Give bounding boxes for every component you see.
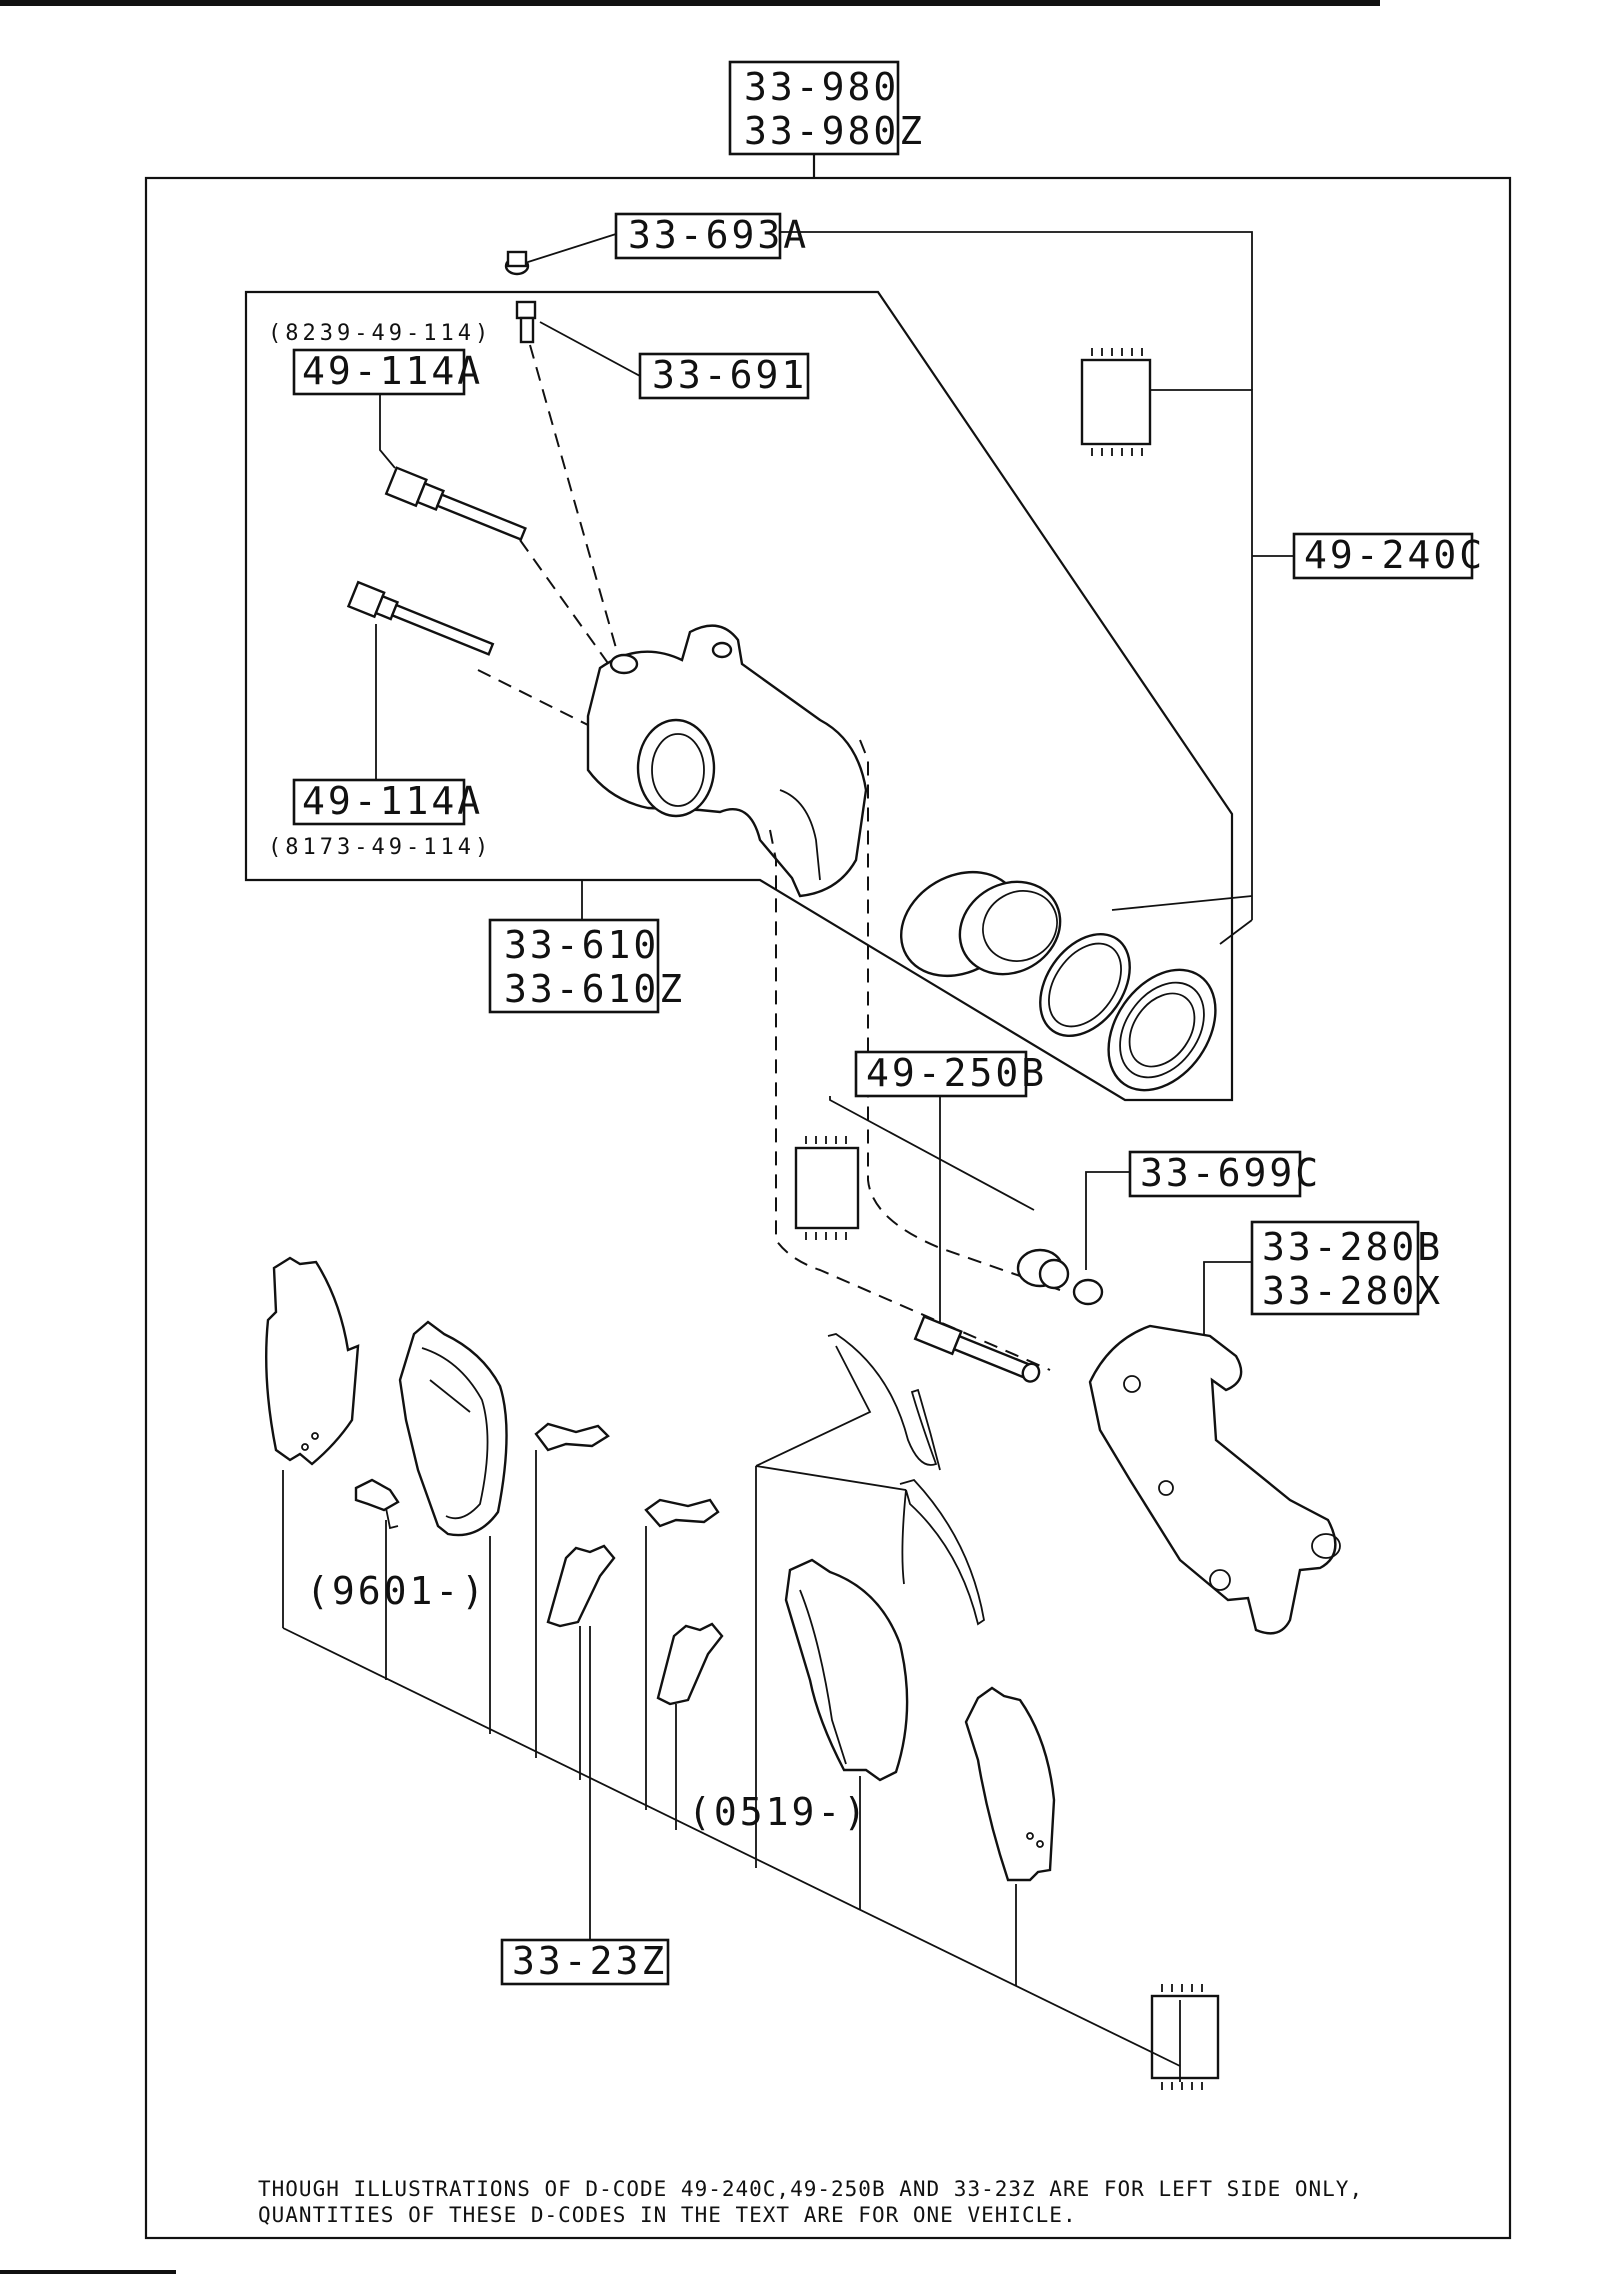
guide-pin-lower-dash (477, 669, 591, 727)
mounting-support-label[interactable]: 33-280B 33-280X (1250, 1220, 1443, 1316)
boot-kit-leader-a (829, 1096, 1035, 1211)
caliper-label[interactable]: 33-610 33-610Z (488, 918, 685, 1014)
guide-pin-lower-ref: (8173-49-114) (268, 835, 492, 860)
mounting-support-leader (1203, 1261, 1252, 1336)
main-frame (144, 176, 1512, 2240)
slide-pin-part (913, 1315, 1041, 1383)
inner-pad-part (784, 1558, 909, 1782)
bleeder-cap-label[interactable]: 33-693A (614, 212, 809, 260)
footnote-line-1: THOUGH ILLUSTRATIONS OF D-CODE 49-240C,4… (258, 2177, 1363, 2201)
pad-set-label[interactable]: 33-23Z (500, 1938, 670, 1986)
seal-kit-bracket (1150, 389, 1253, 920)
seal-kit-label-text: 49-240C (1304, 533, 1485, 577)
mounting-support-label-1: 33-280B (1262, 1225, 1443, 1269)
pad-clip-lower-left (546, 1544, 616, 1628)
guide-pin-lower-label-text: 49-114A (302, 779, 483, 823)
seal-kit-label[interactable]: 49-240C (1292, 532, 1485, 580)
seal-kit-icon (1080, 348, 1152, 456)
pad-leader-lines (282, 1345, 1181, 2082)
shim-clip-part (354, 1478, 400, 1530)
guide-pin-upper-part (384, 466, 527, 542)
piston-boot-part (1107, 968, 1217, 1092)
bleeder-screw-part (515, 300, 537, 344)
caliper-dash-left (769, 829, 1051, 1371)
assembly-label-2: 33-980Z (744, 109, 925, 153)
bleeder-cap-label-text: 33-693A (628, 213, 809, 257)
pad-kit-icon (1150, 1984, 1220, 2090)
caliper-label-1: 33-610 (504, 923, 659, 967)
bleeder-dash-line (529, 344, 617, 649)
pad-clip-upper-left (534, 1422, 610, 1452)
shim-date-range: (9601-) (306, 1569, 487, 1613)
guide-pin-lower-label[interactable]: 49-114A (292, 778, 483, 826)
dust-cap-label-text: 33-699C (1140, 1151, 1321, 1195)
caliper-label-2: 33-610Z (504, 967, 685, 1011)
inner-shim-part (964, 1686, 1056, 1882)
outer-pad-part (398, 1320, 508, 1537)
caliper-body-part (586, 624, 868, 898)
caliper-dash-right (859, 739, 1061, 1291)
dust-cap-part (1072, 1278, 1104, 1306)
mounting-support-label-2: 33-280X (1262, 1269, 1443, 1313)
dust-cap-leader (1085, 1171, 1130, 1270)
seal-kit-to-boot (1219, 919, 1253, 945)
pad-clip-lower-right (656, 1622, 724, 1706)
boot-kit-icon (794, 1136, 860, 1240)
bushing-part (1016, 1248, 1070, 1290)
bleeder-screw-label[interactable]: 33-691 (638, 352, 810, 400)
assembly-label-1: 33-980 (744, 65, 899, 109)
footnote-line-2: QUANTITIES OF THESE D-CODES IN THE TEXT … (258, 2203, 1077, 2227)
boot-kit-label-text: 49-250B (866, 1051, 1047, 1095)
guide-pin-upper-label-text: 49-114A (302, 349, 483, 393)
seal-kit-bracket-top (780, 231, 1253, 390)
guide-pin-lower-part (346, 580, 495, 656)
pad-spring-lower (899, 1478, 985, 1626)
pad-clip-upper-right (644, 1498, 720, 1528)
bleeder-screw-label-text: 33-691 (652, 353, 807, 397)
bleeder-cap-leader (527, 233, 617, 263)
pad-spring-upper (827, 1333, 941, 1471)
dust-cap-label[interactable]: 33-699C (1128, 1150, 1321, 1198)
guide-pin-upper-label[interactable]: 49-114A (292, 348, 483, 396)
outer-shim-part (265, 1256, 360, 1466)
spring-date-range: (0519-) (688, 1790, 869, 1834)
boot-kit-label[interactable]: 49-250B (854, 1050, 1047, 1098)
guide-pin-upper-ref: (8239-49-114) (268, 321, 492, 346)
guide-pin-upper-dash (519, 539, 621, 681)
seal-kit-to-seal (1111, 895, 1253, 911)
piston-seal-part (1039, 933, 1131, 1037)
assembly-label[interactable]: 33-980 33-980Z (728, 60, 925, 156)
piston-part (899, 870, 1062, 978)
bleeder-screw-leader (539, 321, 641, 377)
caliper-subframe (244, 290, 1234, 1102)
pad-set-label-text: 33-23Z (512, 1939, 667, 1983)
bleeder-cap-part (504, 250, 530, 276)
mounting-support-part (1088, 1324, 1341, 1635)
guide-pin-upper-leader (379, 394, 396, 469)
